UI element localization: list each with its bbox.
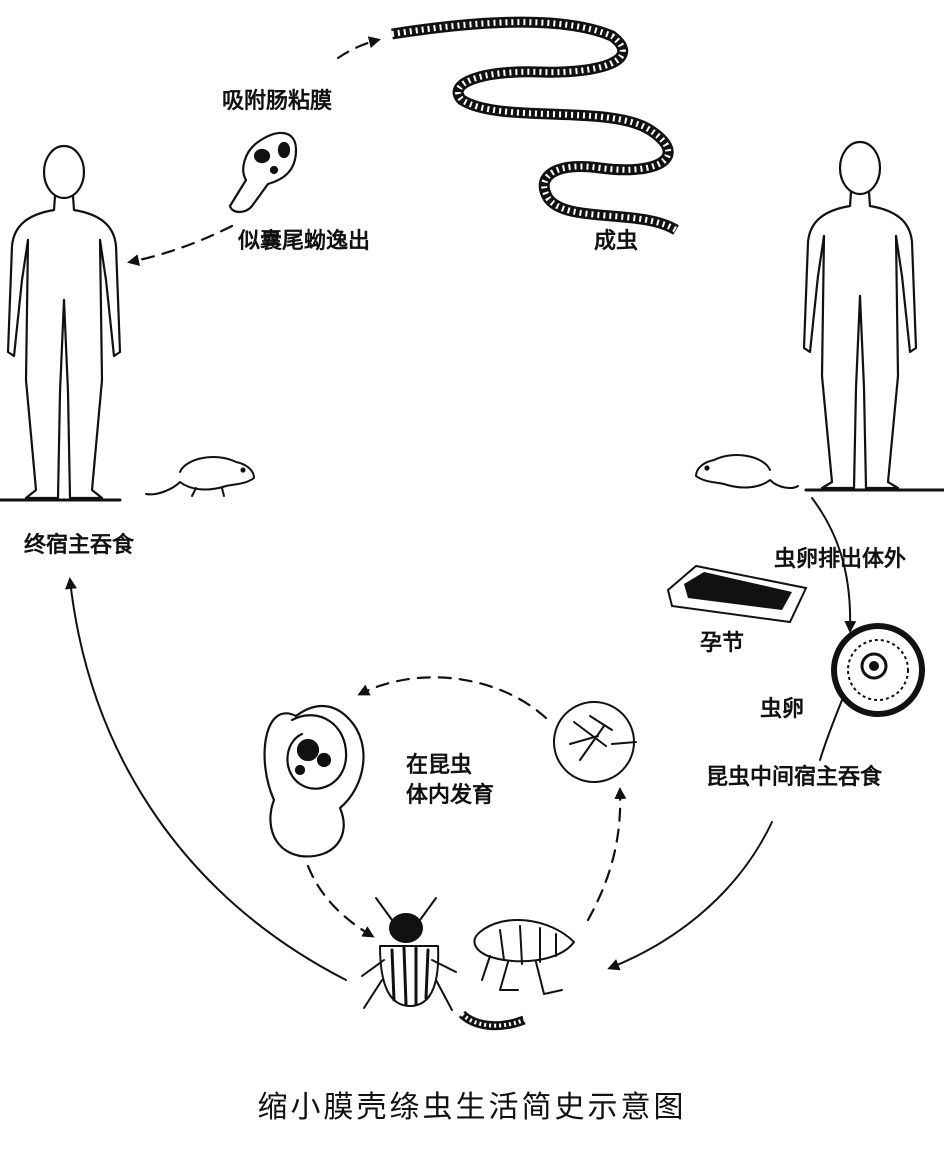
label-adult-worm: 成虫 [594,229,639,254]
rat-right [695,454,799,489]
flea [473,919,575,995]
beetle [361,897,457,1011]
insect-larva [458,1010,526,1031]
arrow-insects-to-oncosphere [586,787,627,922]
arrow-oncosphere-to-larva [357,676,548,720]
label-develops-in-insect-line1: 在昆虫 [406,753,473,778]
human-figure-right [802,140,944,492]
arrow-larva-to-beetle [306,864,375,938]
human-figure-left [0,144,122,502]
line-egg-to-label [819,699,843,761]
label-cysticercoid-emerges: 似囊尾蚴逸出 [238,229,371,254]
egg-image [831,623,925,717]
oncosphere [553,701,637,783]
cysticercoid-larva [263,705,365,858]
rat-left [145,456,255,497]
label-eggs-excreted: 虫卵排出体外 [774,547,907,572]
arrow-insects-to-definitive-host [65,577,347,981]
label-insect-host-ingests: 昆虫中间宿主吞食 [706,765,883,790]
label-develops-in-insect-line2: 体内发育 [406,783,495,808]
arrow-host-to-egg [811,497,857,633]
gravid-segment-image [666,564,808,624]
arrow-egg-to-insects [607,821,773,971]
arrow-to-adult [336,36,381,60]
diagram-caption: 缩小膜壳绦虫生活简史示意图 [257,1090,687,1125]
label-egg: 虫卵 [760,697,805,722]
label-attach-mucosa: 吸附肠粘膜 [222,89,333,114]
label-gravid-segment: 孕节 [700,631,745,656]
adult-tapeworm [391,16,679,235]
label-definitive-host-ingests: 终宿主吞食 [24,533,135,558]
arrow-cysticercoid-to-host [127,224,234,267]
scolex [228,132,298,214]
